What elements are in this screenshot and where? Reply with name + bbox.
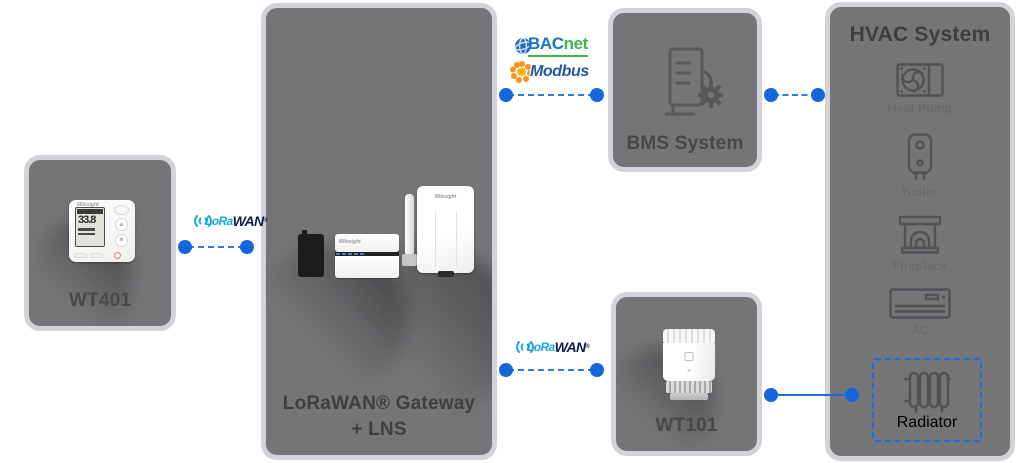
connector-gateway-wt101 [508, 369, 594, 371]
connector-wt101-radiator [772, 394, 852, 396]
gateway-seam [456, 212, 457, 267]
fireplace-icon [898, 215, 942, 254]
valve-nfc-mark [684, 352, 694, 361]
bms-server-icon [664, 47, 723, 116]
connector-dot [764, 88, 778, 102]
connector-dot [240, 240, 254, 254]
wt101-panel: WT101 [611, 292, 762, 456]
hvac-item-fireplace: Fireplace [830, 215, 1010, 273]
bms-panel: BMS System [608, 8, 762, 172]
connector-wt401-gateway [188, 246, 244, 248]
lorawan-node-device-image [298, 230, 324, 277]
connector-dot [590, 88, 604, 102]
gateway-antenna-connector [402, 254, 417, 266]
gear-icon [698, 82, 723, 108]
hvac-title: HVAC System [849, 23, 991, 46]
wan-wordmark: WAN [232, 213, 264, 229]
bacnet-wordmark-net: net [563, 34, 589, 54]
heat-pump-label: Heat Pump [887, 101, 953, 115]
lora-wordmark: LoRa [205, 214, 233, 228]
valve-body [663, 343, 715, 381]
heat-pump-icon [896, 63, 944, 97]
modbus-gear-icon [510, 61, 533, 83]
gateway-seam [435, 212, 436, 267]
wan-wordmark: WAN [554, 339, 586, 355]
bacnet-protocol-logo: BACnet [512, 34, 589, 57]
radiator-icon [904, 371, 951, 413]
connector-bms-hvac [773, 94, 817, 96]
wt101-label: WT101 [655, 415, 718, 436]
valve-bottom-ring [670, 393, 708, 400]
bacnet-wordmark-bac: BAC [528, 34, 564, 54]
connector-gateway-bms [508, 94, 594, 96]
thermostat-oval-button [114, 205, 129, 215]
boiler-label: Boiler [902, 185, 938, 199]
lora-wordmark: LoRa [527, 340, 555, 354]
thermostat-power-button [114, 252, 121, 259]
modbus-protocol-logo: Modbus [510, 60, 589, 84]
thermostat-up-button: ▲ [115, 218, 128, 231]
lorawan-gateway-image: Milesight [417, 186, 474, 277]
hvac-panel: HVAC System Heat Pump [825, 2, 1015, 461]
connector-dot [499, 88, 513, 102]
hvac-item-ac: AC [830, 288, 1010, 337]
gateway-label-line1: LoRaWAN® Gateway [282, 393, 476, 414]
registered-mark: ® [585, 344, 590, 350]
air-conditioner-icon [889, 288, 951, 319]
thermostat-bottom-buttons [74, 253, 103, 258]
fireplace-label: Fireplace [892, 259, 948, 273]
gateway-label-line2: + LNS [351, 419, 407, 440]
milesight-logo: Milesight [434, 194, 457, 200]
connector-dot [590, 363, 604, 377]
wt401-panel: Milesight 33.8 ▲ ▼ WT401 [24, 155, 176, 331]
valve-button-dot [687, 369, 691, 372]
lcd-info-lines [78, 228, 102, 235]
valve-ridged-cap [663, 329, 715, 343]
wt101-valve-image [662, 329, 716, 400]
thermostat-down-button: ▼ [115, 234, 128, 247]
milesight-logo: Milesight [339, 239, 361, 245]
gateway-controller-top-image: Milesight [335, 234, 399, 252]
hvac-item-heat-pump: Heat Pump [830, 63, 1010, 115]
gateway-panel: Milesight Milesight LoRaWAN® Gateway + L… [261, 3, 497, 460]
modbus-wordmark: Modbus [530, 63, 589, 80]
connector-dot [499, 363, 513, 377]
bacnet-globe-icon [514, 37, 532, 55]
valve-collar-ring [666, 381, 712, 393]
gateway-antenna-image [405, 194, 414, 256]
connector-dot [811, 88, 825, 102]
connector-dot [764, 388, 778, 402]
gateway-controller-bottom-image [335, 256, 399, 278]
wt401-thermostat-image: Milesight 33.8 ▲ ▼ [69, 200, 135, 262]
radiator-label: Radiator [896, 414, 958, 431]
gateway-mount-foot [437, 271, 454, 277]
lcd-temperature-readout: 33.8 [78, 214, 96, 226]
radiator-highlight-box: Radiator [872, 358, 982, 442]
boiler-icon [907, 133, 933, 180]
thermostat-lcd-screen: 33.8 [75, 207, 105, 247]
bms-label: BMS System [626, 133, 744, 154]
registered-mark: ® [263, 218, 268, 224]
gateway-controller-ports [335, 252, 399, 256]
ac-label: AC [911, 323, 929, 337]
lcd-menu-bar [77, 209, 103, 214]
hvac-item-boiler: Boiler [830, 133, 1010, 199]
lora-arcs-icon [516, 341, 534, 353]
wt401-label: WT401 [68, 290, 132, 311]
lora-arcs-icon [194, 215, 212, 227]
milesight-logo: Milesight [77, 202, 99, 208]
connector-dot [845, 388, 859, 402]
connector-dot [178, 240, 192, 254]
